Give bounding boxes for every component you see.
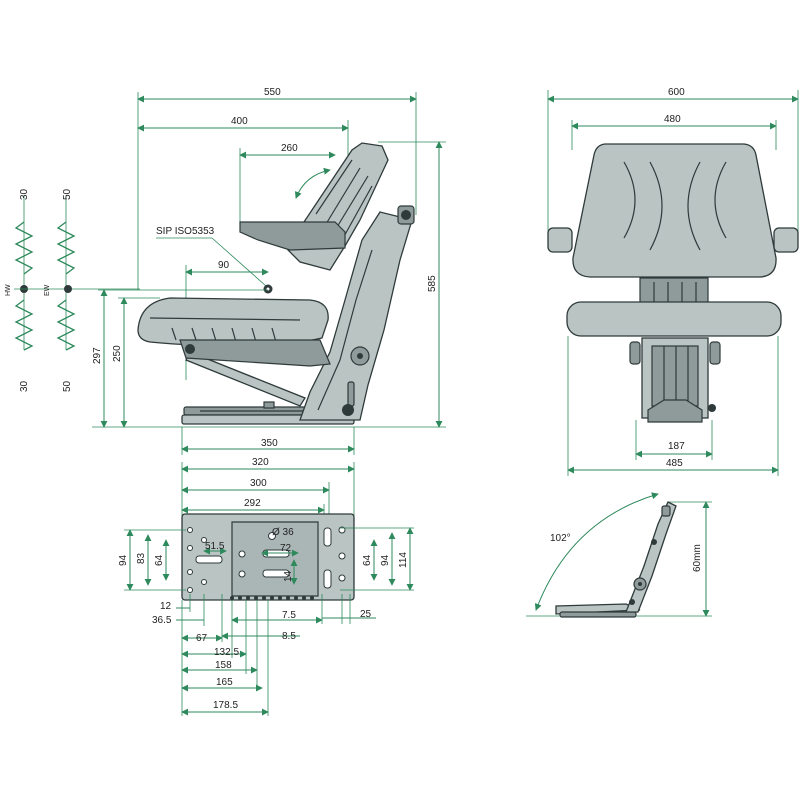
sip-marker: SIP ISO5353	[156, 226, 273, 294]
sip-label: SIP ISO5353	[156, 226, 215, 237]
dim-25-label: 25	[360, 609, 372, 620]
dim-72-label: 72	[280, 543, 292, 554]
dim-12-label: 12	[160, 601, 172, 612]
dim-260-label: 260	[281, 143, 298, 154]
dim-550-label: 550	[264, 87, 281, 98]
dim-94-right-label: 94	[380, 554, 391, 566]
dim-600-label: 600	[668, 87, 685, 98]
seat-side-drawing	[137, 142, 415, 425]
dim-480-label: 480	[664, 114, 681, 125]
dim-400-label: 400	[231, 116, 248, 127]
dim-94-left-label: 94	[118, 554, 129, 566]
dimension-400: 400	[137, 116, 349, 160]
dimension-585: 585	[378, 141, 446, 428]
dim-8-5-label: 8.5	[282, 631, 296, 642]
dim-165-label: 165	[216, 677, 233, 688]
dim-64-left-label: 64	[154, 554, 165, 566]
dim-485-label: 485	[666, 458, 683, 469]
tilt-angle-label: 102°	[550, 533, 571, 544]
dim-51-5-label: 51.5	[205, 541, 225, 552]
dimension-187: 187	[635, 420, 713, 460]
dim-64-right-label: 64	[362, 554, 373, 566]
ew-up-label: 50	[62, 188, 73, 200]
hw-up-label: 30	[19, 188, 30, 200]
dim-114-label: 114	[398, 552, 409, 568]
side-view: 550 400 260 90 SIP ISO5353 585	[92, 87, 446, 455]
dimension-600: 600	[547, 87, 799, 232]
dimension-260: 260	[239, 143, 336, 222]
seat-front-drawing	[547, 143, 799, 423]
spring-ew: 50 50 EW	[44, 188, 76, 392]
front-view: 600 480 187 485	[547, 87, 799, 476]
spring-hw: 30 30 HW	[5, 188, 140, 392]
dim-178-5-label: 178.5	[213, 700, 238, 711]
base-plate-view: 320 300 292	[118, 457, 414, 716]
dimension-320: 320	[181, 457, 355, 516]
dim-300-label: 300	[250, 478, 267, 489]
dimension-485: 485	[567, 336, 779, 476]
tilt-angle-arc	[534, 492, 659, 611]
tilt-height-label: 60mm	[692, 544, 703, 572]
dim-158-label: 158	[215, 660, 232, 671]
dimension-350: 350	[181, 427, 355, 455]
dim-83-label: 83	[136, 552, 147, 564]
dim-14-label: 14	[283, 570, 294, 582]
ew-label: EW	[44, 284, 51, 296]
hw-label: HW	[5, 284, 12, 296]
base-plate-drawing	[181, 513, 355, 601]
dim-90-label: 90	[218, 260, 230, 271]
tilt-view: 102° 60mm	[526, 492, 712, 618]
dim-292-label: 292	[244, 498, 261, 509]
hw-down-label: 30	[19, 380, 30, 392]
dim-dia-label: Ø 36	[272, 527, 294, 538]
dim-585-label: 585	[427, 275, 438, 292]
ew-down-label: 50	[62, 380, 73, 392]
dim-320-label: 320	[252, 457, 269, 468]
dimension-480: 480	[571, 114, 777, 150]
dim-67-label: 67	[196, 633, 208, 644]
dim-297-label: 297	[92, 347, 103, 364]
dimension-250: 250	[112, 297, 160, 428]
dim-7-5-label: 7.5	[282, 610, 296, 621]
dimension-297: 297	[92, 289, 268, 428]
tilt-seat-drawing	[555, 501, 677, 618]
dim-350-label: 350	[261, 438, 278, 449]
dim-36-5-label: 36.5	[152, 615, 172, 626]
backrest-rotation-arrow	[294, 167, 331, 199]
dim-132-5-label: 132.5	[214, 647, 239, 658]
dim-250-label: 250	[112, 345, 123, 362]
dim-187-label: 187	[668, 441, 685, 452]
